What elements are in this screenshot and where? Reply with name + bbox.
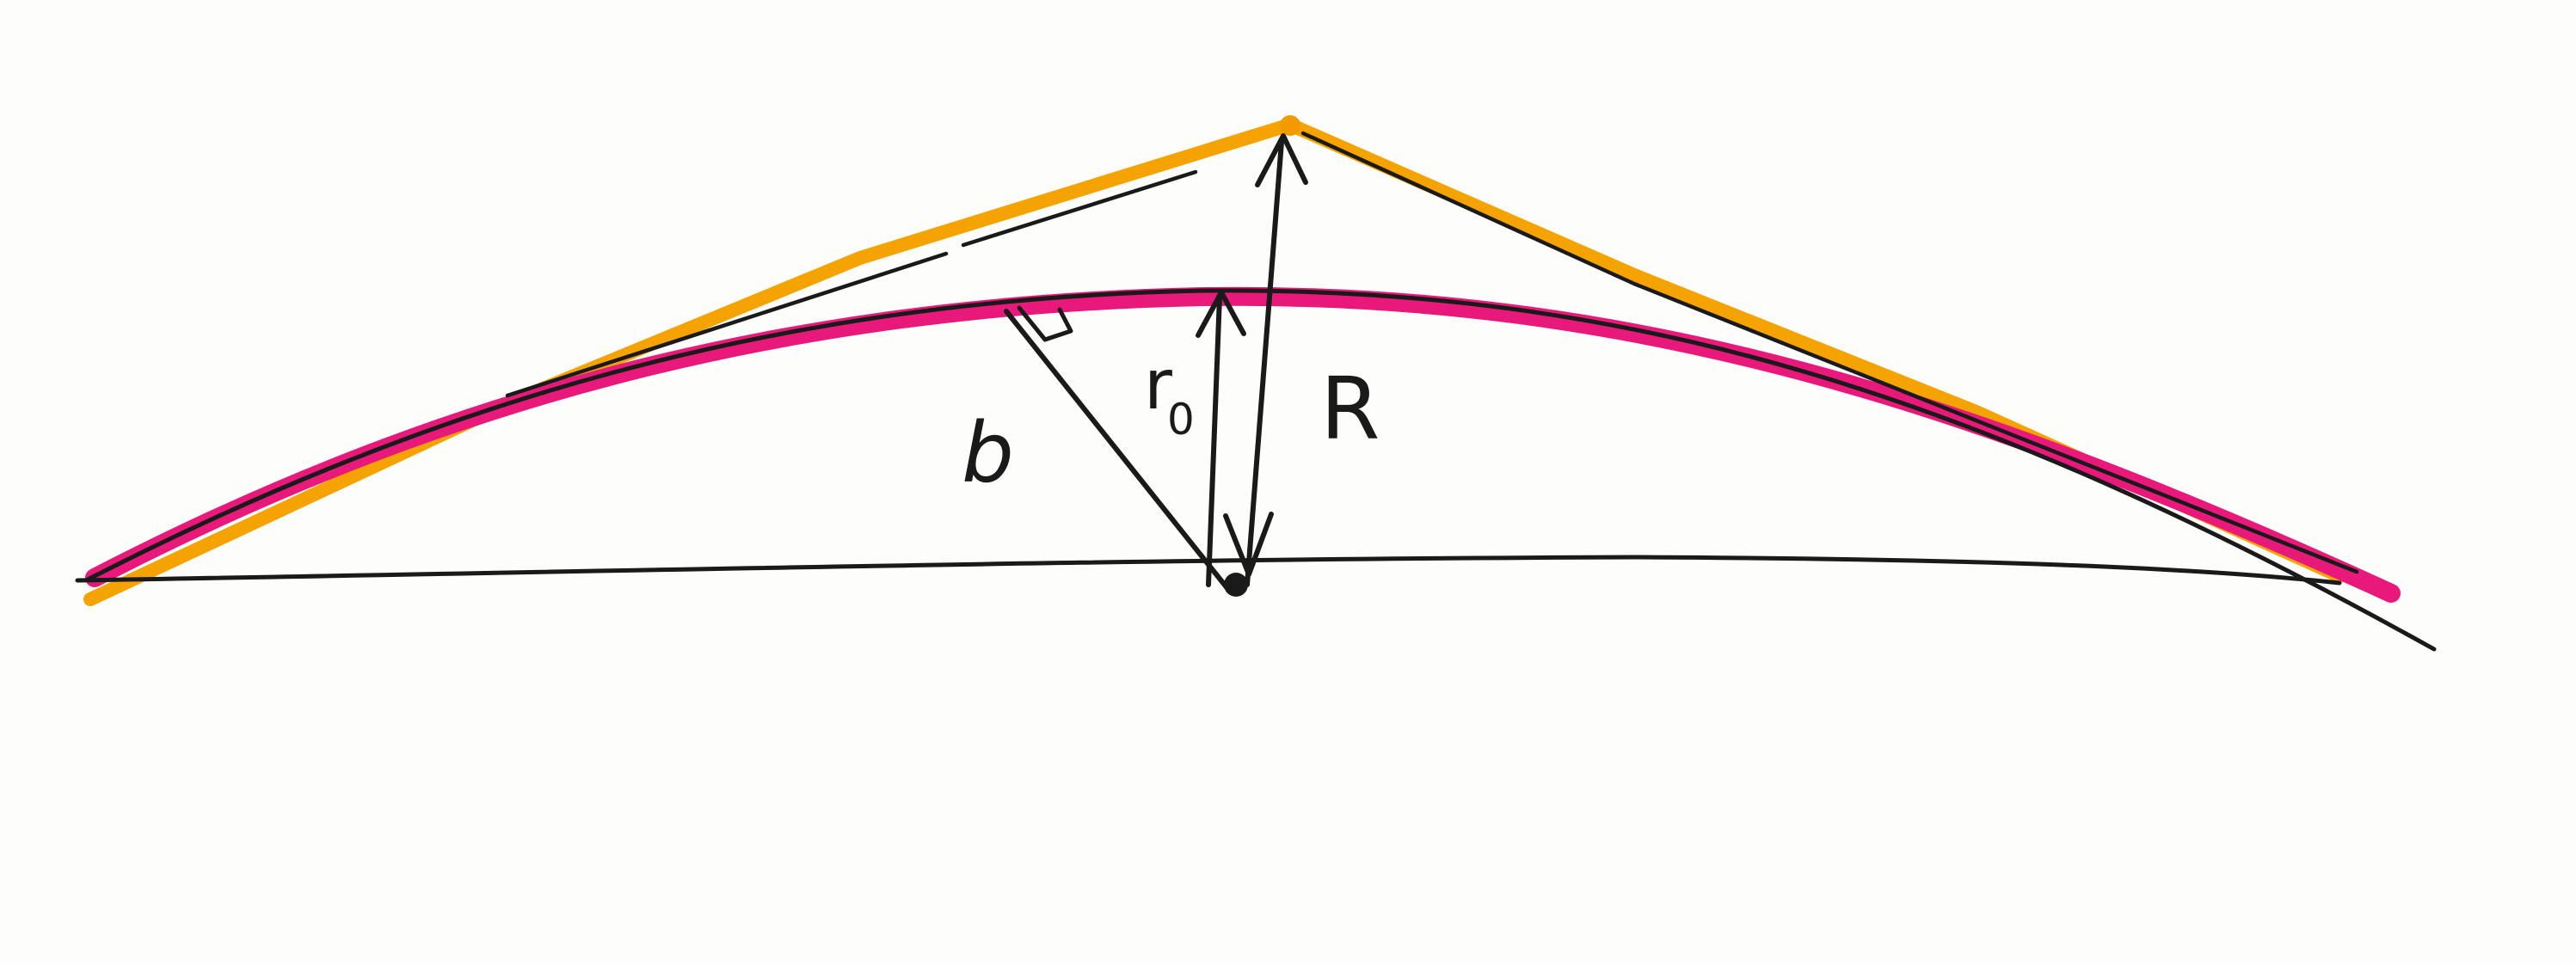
b-line: [1004, 309, 1233, 594]
label-r0-base: r: [1144, 345, 1172, 425]
black-right-edge: [1300, 131, 2359, 574]
baseline-chord: [75, 555, 2342, 586]
R-arrow-head: [1255, 133, 1308, 187]
right-angle-marker-icon: [1017, 305, 1073, 342]
r0-arrow-head: [1196, 290, 1246, 338]
black-left-tangent: [505, 251, 949, 398]
orange-left-edge: [83, 118, 1297, 606]
label-r0: r 0: [1144, 345, 1195, 445]
label-R: R: [1320, 359, 1380, 459]
R-arrow-tail-head: [1223, 512, 1274, 577]
r0-arrow-shaft: [1206, 294, 1222, 587]
label-r0-sub: 0: [1167, 395, 1195, 445]
orange-apex: [1280, 115, 1300, 136]
label-b: b: [962, 405, 1014, 501]
center-point: [1224, 573, 1248, 597]
black-left-tangent-upper: [961, 169, 1198, 248]
R-arrow-shaft: [1245, 139, 1284, 587]
ink-lines: [75, 131, 2437, 652]
